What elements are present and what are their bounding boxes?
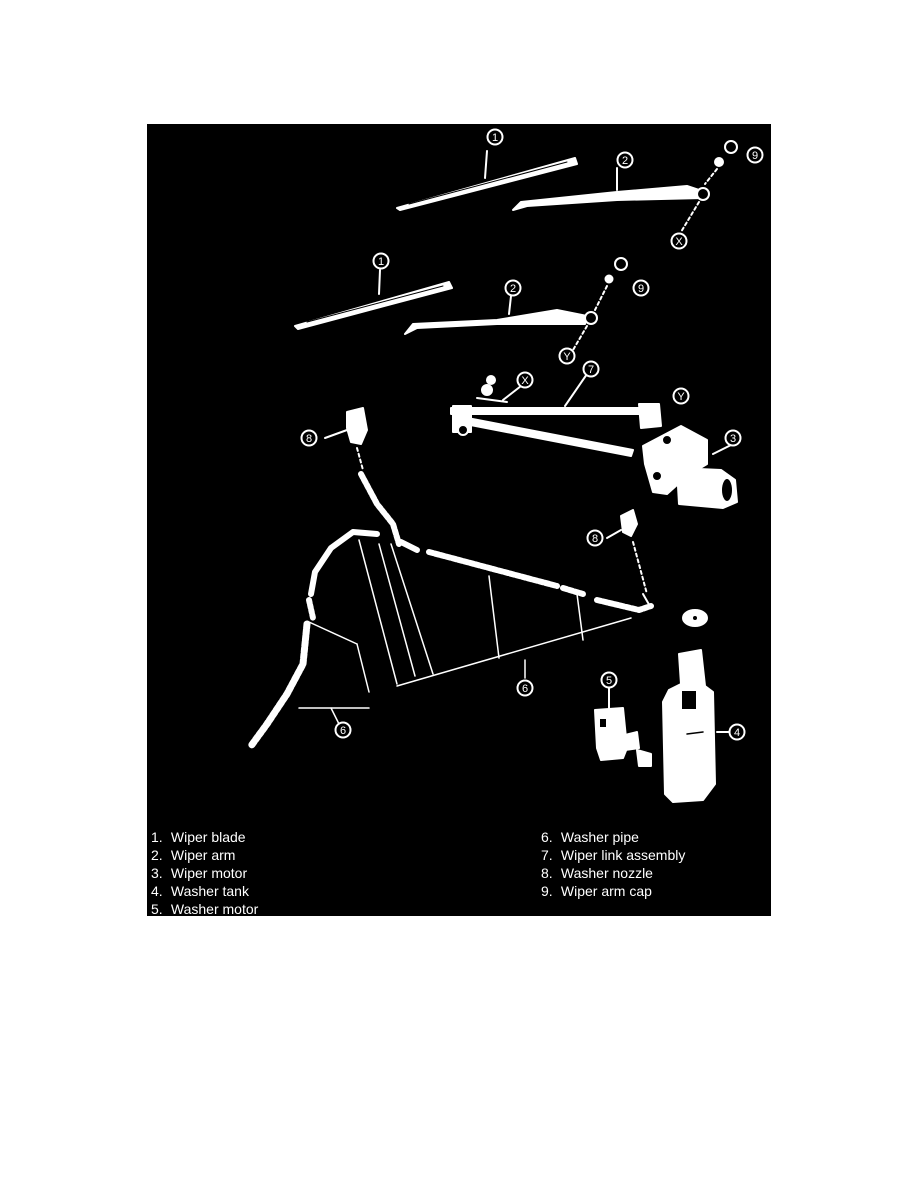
legend-item: 2. Wiper arm [151, 847, 236, 863]
legend-item: 7. Wiper link assembly [541, 847, 686, 863]
callout-4: 4 [734, 727, 740, 739]
legend-label: Wiper arm cap [560, 883, 652, 899]
legend-label: Washer tank [170, 883, 249, 899]
legend-item: 4. Washer tank [151, 883, 249, 899]
callout-2-upper: 2 [622, 155, 628, 167]
legend-label: Wiper motor [170, 865, 248, 881]
legend-label: Washer nozzle [560, 865, 653, 881]
legend-right-column: 6. Washer pipe 7. Wiper link assembly 8.… [541, 828, 685, 900]
callout-1-lower: 1 [378, 256, 384, 268]
wiper-arm-cap-lower [614, 257, 628, 271]
wiper-arm-upper [512, 185, 706, 211]
callout-y-link: Y [677, 391, 685, 403]
callout-6-left: 6 [340, 725, 346, 737]
callout-7: 7 [588, 364, 594, 376]
legend-item: 3. Wiper motor [151, 865, 248, 881]
callout-x-upper: X [675, 236, 683, 248]
legend-item: 8. Washer nozzle [541, 865, 653, 881]
legend-label: Washer motor [170, 901, 259, 917]
callout-3: 3 [730, 433, 736, 445]
wiper-blade-lower [294, 281, 453, 330]
callout-circles [300, 128, 764, 741]
legend-label: Wiper link assembly [560, 847, 686, 863]
wiper-washer-diagram: 1 2 9 X 1 2 9 Y 7 X Y 3 8 8 6 6 5 4 [247, 128, 764, 803]
legend-item: 6. Washer pipe [541, 829, 639, 845]
wiper-motor-drawing [642, 425, 738, 509]
exploded-view-figure: 1 2 9 X 1 2 9 Y 7 X Y 3 8 8 6 6 5 4 1. W… [147, 124, 771, 918]
callout-5: 5 [606, 675, 612, 687]
wiper-link-assembly [450, 373, 662, 457]
pipe-leader-lines [298, 539, 632, 725]
callout-2-lower: 2 [510, 283, 516, 295]
washer-motor-drawing [594, 685, 652, 767]
legend-item: 1. Wiper blade [151, 829, 246, 845]
washer-nozzle-left [324, 407, 368, 471]
callout-y-lower: Y [563, 351, 571, 363]
legend-item: 5. Washer motor [151, 901, 259, 917]
legend-label: Wiper arm [170, 847, 236, 863]
washer-tank-drawing [662, 649, 732, 803]
callout-x-link: X [521, 375, 529, 387]
callout-8-right: 8 [592, 533, 598, 545]
callout-6-center: 6 [522, 683, 528, 695]
callout-8-left: 8 [306, 433, 312, 445]
callout-9-lower: 9 [638, 283, 644, 295]
legend-item: 9. Wiper arm cap [541, 883, 652, 899]
callout-1-upper: 1 [492, 132, 498, 144]
legend-label: Wiper blade [170, 829, 246, 845]
wiper-arm-cap-upper [724, 140, 738, 154]
washer-pipe-network [247, 471, 654, 750]
wiper-arm-lower [404, 309, 588, 335]
legend-left-column: 1. Wiper blade 2. Wiper arm 3. Wiper mot… [151, 828, 258, 918]
washer-nozzle-right [606, 509, 648, 595]
legend-label: Washer pipe [560, 829, 639, 845]
callout-9-upper: 9 [752, 150, 758, 162]
